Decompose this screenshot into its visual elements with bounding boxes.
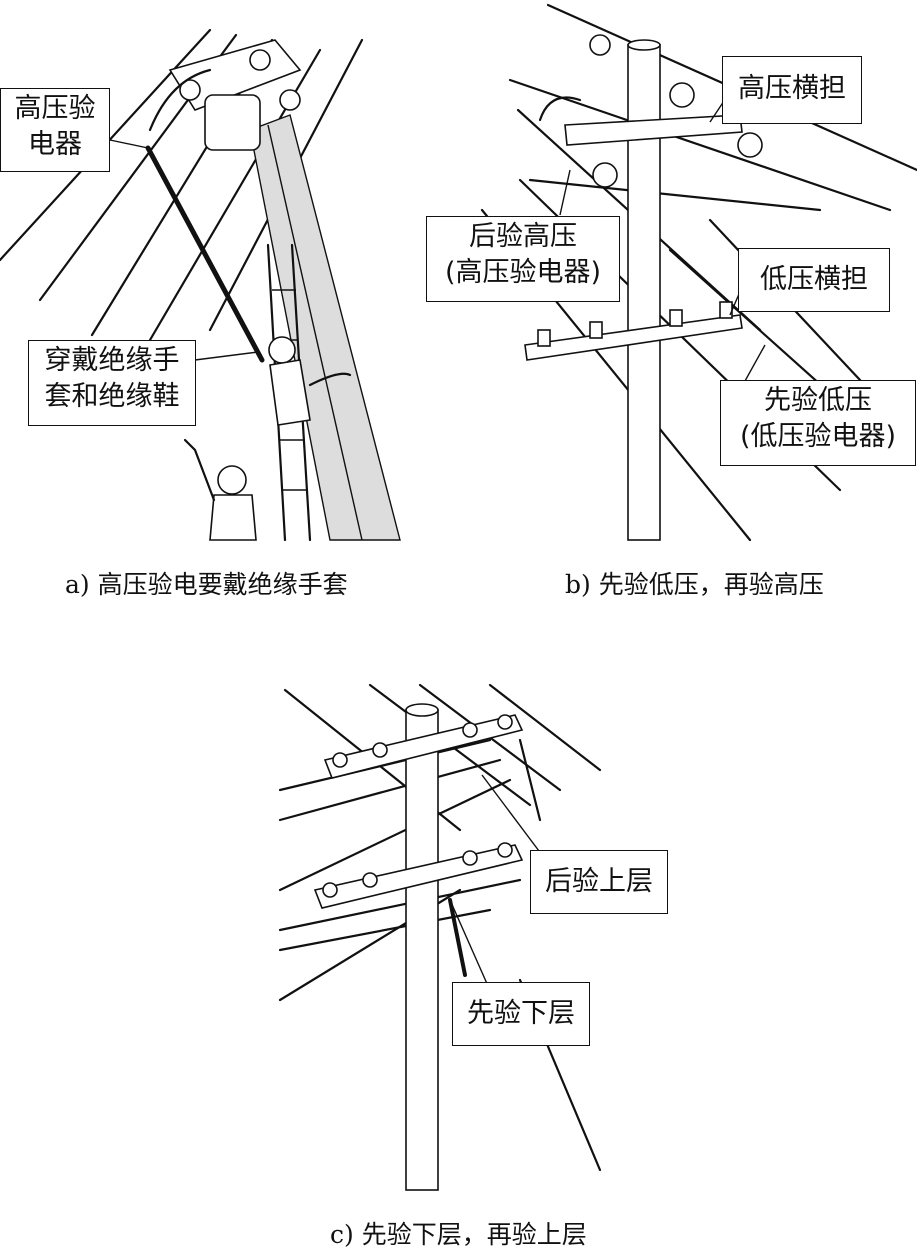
panel-b-caption: b) 先验低压，再验高压 (565, 570, 824, 599)
detector-label: 高压验 电器 (0, 88, 110, 172)
panel-b-hv-crossarm (538, 34, 763, 188)
hv-after-label: 后验高压 (高压验电器) (426, 216, 620, 302)
hv-crossarm-label: 高压横担 (722, 56, 862, 124)
panel-b-lv-crossarm (524, 301, 743, 361)
panel-c-conductors (278, 683, 602, 1172)
gear-label: 穿戴绝缘手 套和绝缘鞋 (28, 340, 196, 426)
ground-worker (183, 438, 257, 541)
panel-a-crossarm (148, 39, 302, 151)
worker-on-pole (268, 336, 352, 426)
lv-first-label: 先验低压 (低压验电器) (720, 380, 916, 466)
upper-after-label: 后验上层 (530, 850, 668, 914)
panel-b-pole (627, 39, 661, 541)
panel-c-detector-stick (448, 898, 467, 977)
panel-c-lower-crossarm (313, 842, 524, 909)
lv-crossarm-label: 低压横担 (738, 248, 890, 312)
panel-a-caption: a) 高压验电要戴绝缘手套 (65, 570, 348, 599)
panel-a-illustration (0, 28, 401, 542)
panel-a: 高压验 电器 穿戴绝缘手 套和绝缘鞋 a) 高压验电要戴绝缘手套 (0, 0, 440, 600)
lower-first-label: 先验下层 (452, 982, 590, 1046)
panel-c-illustration (278, 683, 602, 1191)
panel-a-leaders (109, 139, 259, 361)
panel-c-caption: c) 先验下层，再验上层 (330, 1220, 587, 1249)
panel-c: 后验上层 先验下层 c) 先验下层，再验上层 (260, 660, 720, 1253)
detector-stick (145, 145, 265, 363)
panel-c-upper-crossarm (323, 714, 524, 779)
panel-c-pole (405, 703, 439, 1191)
panel-c-leaders (449, 774, 543, 996)
panel-b: 高压横担 后验高压 (高压验电器) 低压横担 先验低压 (低压验电器) b) 先… (420, 0, 917, 600)
panel-b-illustration (480, 3, 917, 542)
